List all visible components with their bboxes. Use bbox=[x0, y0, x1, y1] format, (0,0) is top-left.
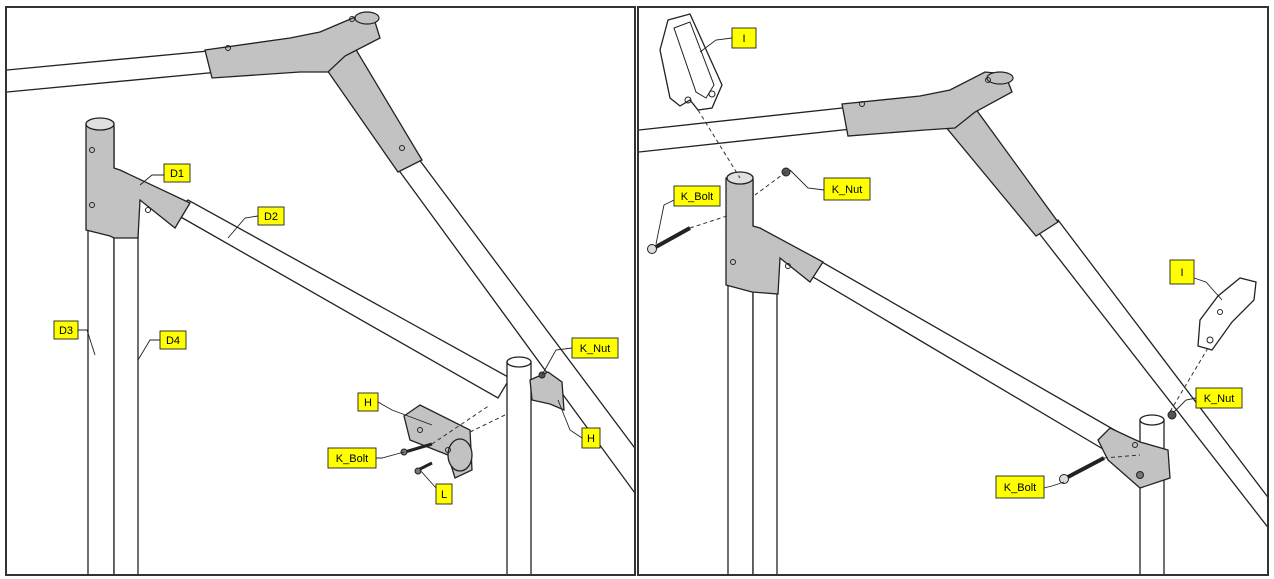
bracket-hole bbox=[445, 447, 451, 453]
label-h-upper-text: H bbox=[364, 397, 372, 409]
label-l: L bbox=[435, 483, 453, 505]
label-k-nut-top: K_Nut bbox=[823, 177, 871, 201]
label-i-top-text: I bbox=[742, 33, 745, 45]
label-d2-text: D2 bbox=[264, 211, 278, 223]
fitting-hole bbox=[145, 207, 151, 213]
label-d2: D2 bbox=[257, 206, 285, 226]
label-h-right: H bbox=[581, 427, 601, 449]
top-rail-edge bbox=[639, 126, 871, 153]
bracket-hole bbox=[417, 427, 423, 433]
label-d4: D4 bbox=[159, 330, 187, 350]
label-d3: D3 bbox=[53, 320, 79, 340]
label-k-nut-right-text: K_Nut bbox=[1204, 393, 1235, 405]
corner-fitting bbox=[725, 177, 824, 295]
label-i-right: I bbox=[1169, 259, 1195, 285]
leader-lines bbox=[655, 37, 1223, 489]
connector-hole bbox=[225, 45, 231, 51]
fitting-hole bbox=[89, 147, 95, 153]
top-rail-edge bbox=[7, 69, 241, 93]
diagonal-tube bbox=[806, 261, 1119, 453]
label-h-right-text: H bbox=[587, 433, 595, 445]
k-bolt-left-part bbox=[653, 226, 691, 250]
bracket-hole bbox=[1132, 442, 1138, 448]
right-panel-border bbox=[637, 6, 1269, 576]
right-panel: I K_Bolt K_Nut I K_Nut K_Bolt bbox=[639, 13, 1267, 574]
bracket-curl bbox=[447, 438, 473, 472]
i-clamp-right bbox=[1197, 277, 1257, 351]
label-d3-text: D3 bbox=[59, 325, 73, 337]
label-k-bolt-text: K_Bolt bbox=[336, 453, 368, 465]
label-k-bolt-left: K_Bolt bbox=[673, 185, 721, 207]
label-k-nut-right: K_Nut bbox=[1195, 387, 1243, 409]
label-k-nut: K_Nut bbox=[571, 337, 619, 359]
fitting-hole bbox=[785, 263, 791, 269]
label-d1: D1 bbox=[163, 163, 191, 183]
k-nut-right-part bbox=[1167, 410, 1177, 420]
label-h-upper: H bbox=[357, 392, 379, 412]
connector-hole bbox=[349, 16, 355, 22]
label-d4-text: D4 bbox=[166, 335, 180, 347]
fitting-hole bbox=[730, 259, 736, 265]
upright-top bbox=[1139, 414, 1165, 426]
right-upright bbox=[506, 361, 532, 574]
top-rail-edge bbox=[7, 47, 241, 71]
corner-fitting-d1 bbox=[85, 123, 191, 239]
label-i-top: I bbox=[731, 27, 757, 49]
upright-d4 bbox=[113, 214, 139, 574]
label-k-bolt-bottom-text: K_Bolt bbox=[1004, 482, 1036, 494]
rafter-sleeve bbox=[938, 107, 1059, 237]
k-bolt-left-head bbox=[647, 244, 657, 254]
i-clamp-top bbox=[659, 13, 723, 111]
assembly-guides bbox=[689, 109, 1209, 459]
label-i-right-text: I bbox=[1180, 267, 1183, 279]
left-panel-border bbox=[5, 6, 636, 576]
label-k-nut-text: K_Nut bbox=[580, 343, 611, 355]
assembly-guide bbox=[431, 404, 491, 445]
bracket-bolt-end bbox=[1136, 471, 1144, 479]
bracket-h-right bbox=[529, 371, 565, 412]
leader-lines bbox=[78, 174, 583, 493]
top-rail-edge bbox=[639, 104, 871, 131]
connector-end bbox=[354, 11, 380, 25]
connector-hole bbox=[859, 101, 865, 107]
k-bolt-bottom-head bbox=[1059, 474, 1069, 484]
label-d1-text: D1 bbox=[170, 168, 184, 180]
label-k-bolt-bottom: K_Bolt bbox=[995, 475, 1045, 499]
fitting-top-opening bbox=[85, 117, 115, 131]
connector-hole bbox=[985, 77, 991, 83]
rafter-sleeve bbox=[318, 47, 423, 173]
left-panel: D1 D2 D3 D4 H K_Nut H K_Bolt bbox=[7, 11, 634, 574]
joint-bracket bbox=[1097, 427, 1171, 489]
connector-hole bbox=[399, 145, 405, 151]
label-k-nut-top-text: K_Nut bbox=[832, 184, 863, 196]
y-connector bbox=[204, 14, 381, 79]
k-bolt-bottom-part bbox=[1065, 456, 1105, 480]
fitting-hole bbox=[89, 202, 95, 208]
k-bolt-part bbox=[404, 442, 433, 454]
connector-end bbox=[986, 71, 1014, 85]
upright-top bbox=[506, 356, 532, 368]
l-bolt-head bbox=[414, 467, 422, 475]
label-k-bolt-left-text: K_Bolt bbox=[681, 191, 713, 203]
label-k-bolt: K_Bolt bbox=[327, 447, 377, 469]
assembly-guide bbox=[469, 414, 506, 433]
y-connector bbox=[841, 71, 1013, 137]
left-upright-rear bbox=[752, 269, 778, 574]
label-l-text: L bbox=[441, 489, 447, 501]
